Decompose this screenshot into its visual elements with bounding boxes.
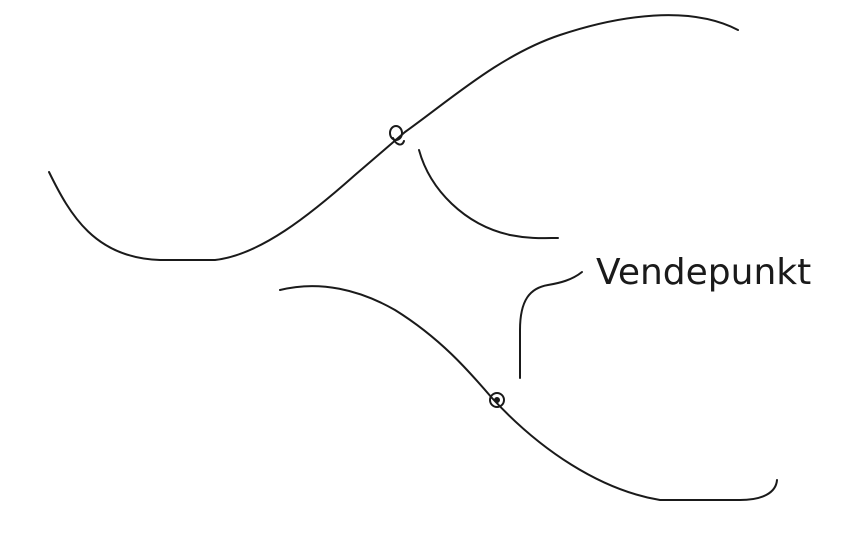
upper-curve xyxy=(48,14,739,261)
upper-inflection-point xyxy=(389,125,405,146)
lower-curve xyxy=(279,285,778,501)
label-leader-line xyxy=(519,271,583,379)
upper-tangent-arc xyxy=(418,149,559,240)
lower-inflection-point xyxy=(489,392,505,408)
vendepunkt-label: Vendepunkt xyxy=(596,252,811,293)
